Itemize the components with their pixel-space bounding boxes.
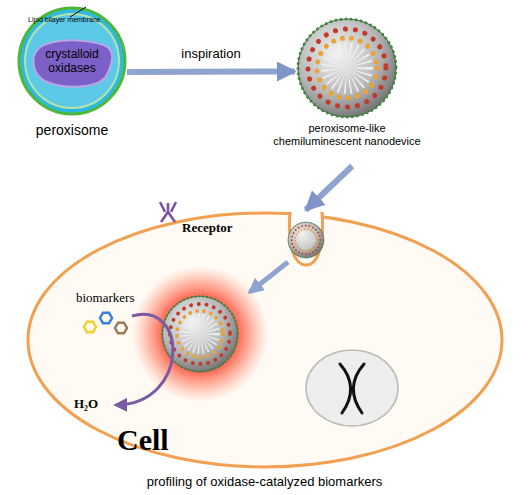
organelle-name: peroxisome (0, 122, 147, 139)
receptor-symbol (160, 202, 176, 222)
chromosome-symbol (340, 364, 364, 413)
chemiluminescence-glow (132, 266, 268, 402)
organelle-lumen (25, 14, 119, 108)
biomarker-hexagon (84, 322, 96, 332)
nucleus (306, 350, 398, 426)
nanodevice-name: peroxisome-like chemiluminescent nanodev… (265, 122, 429, 148)
part-label: Receptor (182, 220, 262, 236)
oxidase-blob: crystalloid oxidases (31, 38, 113, 88)
part-label: Lipid bilayer membrane (28, 16, 118, 24)
leader-line (70, 7, 86, 17)
biomarker-hexagon (100, 313, 112, 323)
flow-arrow (306, 166, 352, 210)
nanodevice-sphere: peroxisome-like chemiluminescent nanodev… (295, 16, 399, 166)
chemical-formula: H₂O (74, 396, 124, 412)
blob-label: crystalloid oxidases (27, 47, 117, 75)
flow-arrow (127, 69, 295, 76)
biomarker-hexagon (115, 323, 127, 333)
cell-membrane (28, 213, 502, 467)
uptake-arrow (250, 262, 288, 292)
nanodevice-sphere (295, 16, 399, 120)
membrane-ring (19, 8, 125, 114)
small-nanodevice (288, 222, 324, 258)
cell-name: Cell (117, 422, 207, 458)
nanodevice-shape (298, 19, 396, 117)
figure-caption: profiling of oxidase-catalyzed biomarker… (0, 474, 529, 490)
glowing-nanodevice (162, 296, 237, 371)
reaction-arrow (116, 314, 173, 405)
part-label: biomarkers (76, 290, 166, 306)
edge-label: inspiration (156, 46, 266, 62)
